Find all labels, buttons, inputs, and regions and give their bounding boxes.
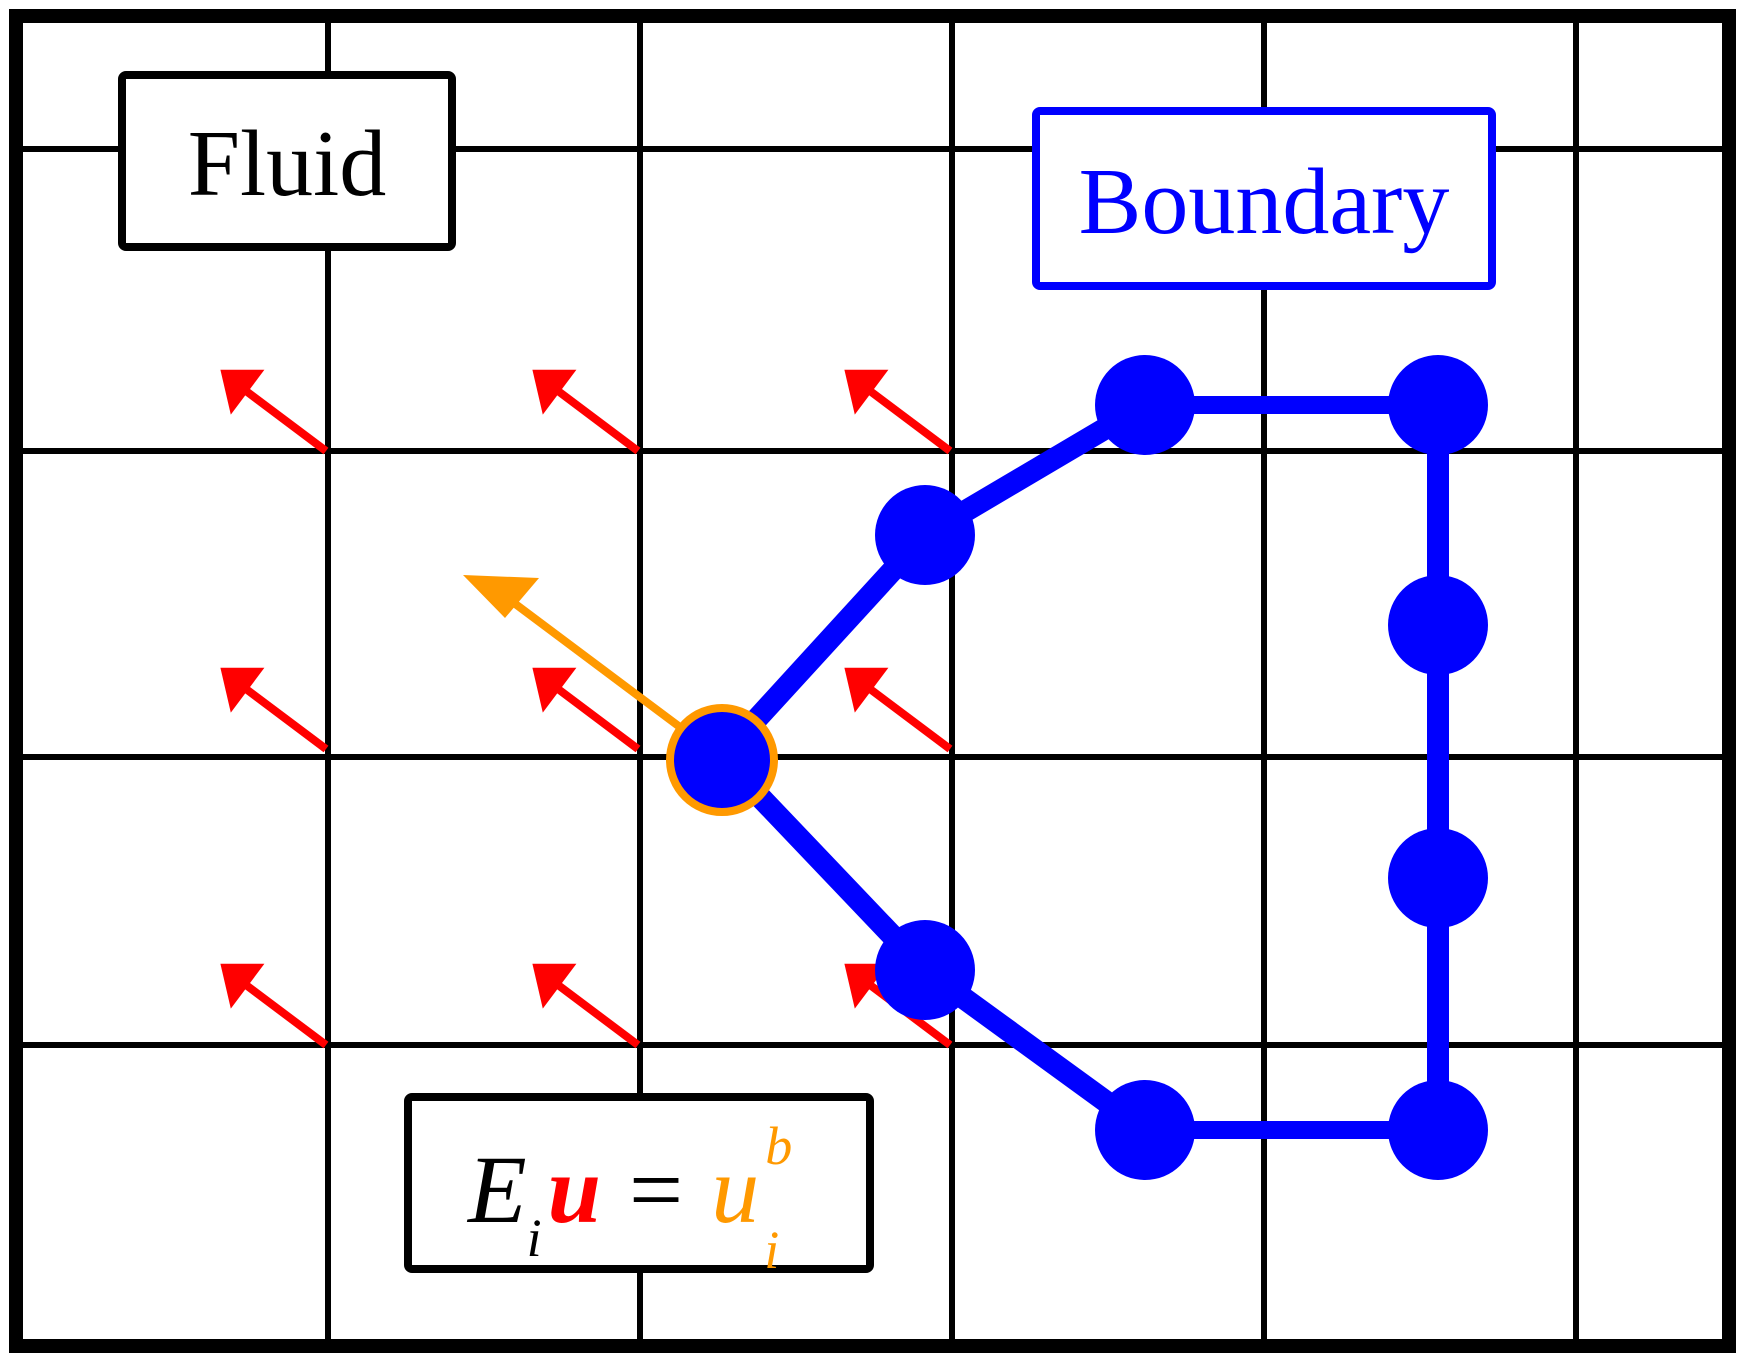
- arrow-icon: [844, 369, 889, 415]
- boundary-marker: [1095, 355, 1195, 455]
- fluid-velocity-arrow-shaft: [552, 979, 641, 1049]
- highlighted-boundary-marker: [666, 704, 778, 816]
- arrow-icon: [844, 667, 889, 713]
- fluid-velocity-arrow-shaft: [864, 385, 953, 455]
- fluid-velocity-arrow-shaft: [552, 683, 641, 753]
- fluid-velocity-arrow-shaft: [864, 683, 953, 753]
- boundary-marker: [875, 485, 975, 585]
- fluid-label-box: Fluid: [118, 71, 456, 251]
- immersed-boundary: [711, 355, 1488, 1180]
- boundary-label-box: Boundary: [1032, 107, 1496, 290]
- fluid-velocity-symbol: u: [548, 1136, 601, 1243]
- fluid-velocity-arrow-shaft: [240, 979, 329, 1049]
- boundary-marker: [875, 920, 975, 1020]
- arrow-icon: [532, 667, 577, 713]
- equals-sign: =: [629, 1136, 683, 1243]
- operator-symbol: E: [466, 1136, 527, 1243]
- arrow-icon: [220, 667, 265, 713]
- boundary-label: Boundary: [1079, 150, 1450, 254]
- fluid-velocity-arrows: [220, 369, 953, 1049]
- arrow-icon: [220, 369, 265, 415]
- operator-subscript: i: [527, 1208, 542, 1268]
- arrow-icon: [532, 963, 577, 1009]
- boundary-marker: [1388, 828, 1488, 928]
- boundary-marker: [1388, 1080, 1488, 1180]
- arrow-icon: [220, 963, 265, 1009]
- fluid-label: Fluid: [188, 112, 387, 216]
- arrow-icon: [532, 369, 577, 415]
- boundary-velocity-subscript: i: [764, 1220, 779, 1280]
- fluid-velocity-arrow-shaft: [552, 385, 641, 455]
- domain-border: [9, 9, 1736, 1353]
- boundary-marker: [1388, 355, 1488, 455]
- fluid-velocity-arrow-shaft: [240, 683, 329, 753]
- fluid-velocity-arrow-shaft: [240, 385, 329, 455]
- boundary-marker: [1095, 1080, 1195, 1180]
- boundary-marker: [1388, 575, 1488, 675]
- boundary-velocity-superscript: b: [765, 1116, 792, 1176]
- boundary-velocity-symbol: u: [711, 1136, 759, 1243]
- arrow-head: [463, 575, 539, 618]
